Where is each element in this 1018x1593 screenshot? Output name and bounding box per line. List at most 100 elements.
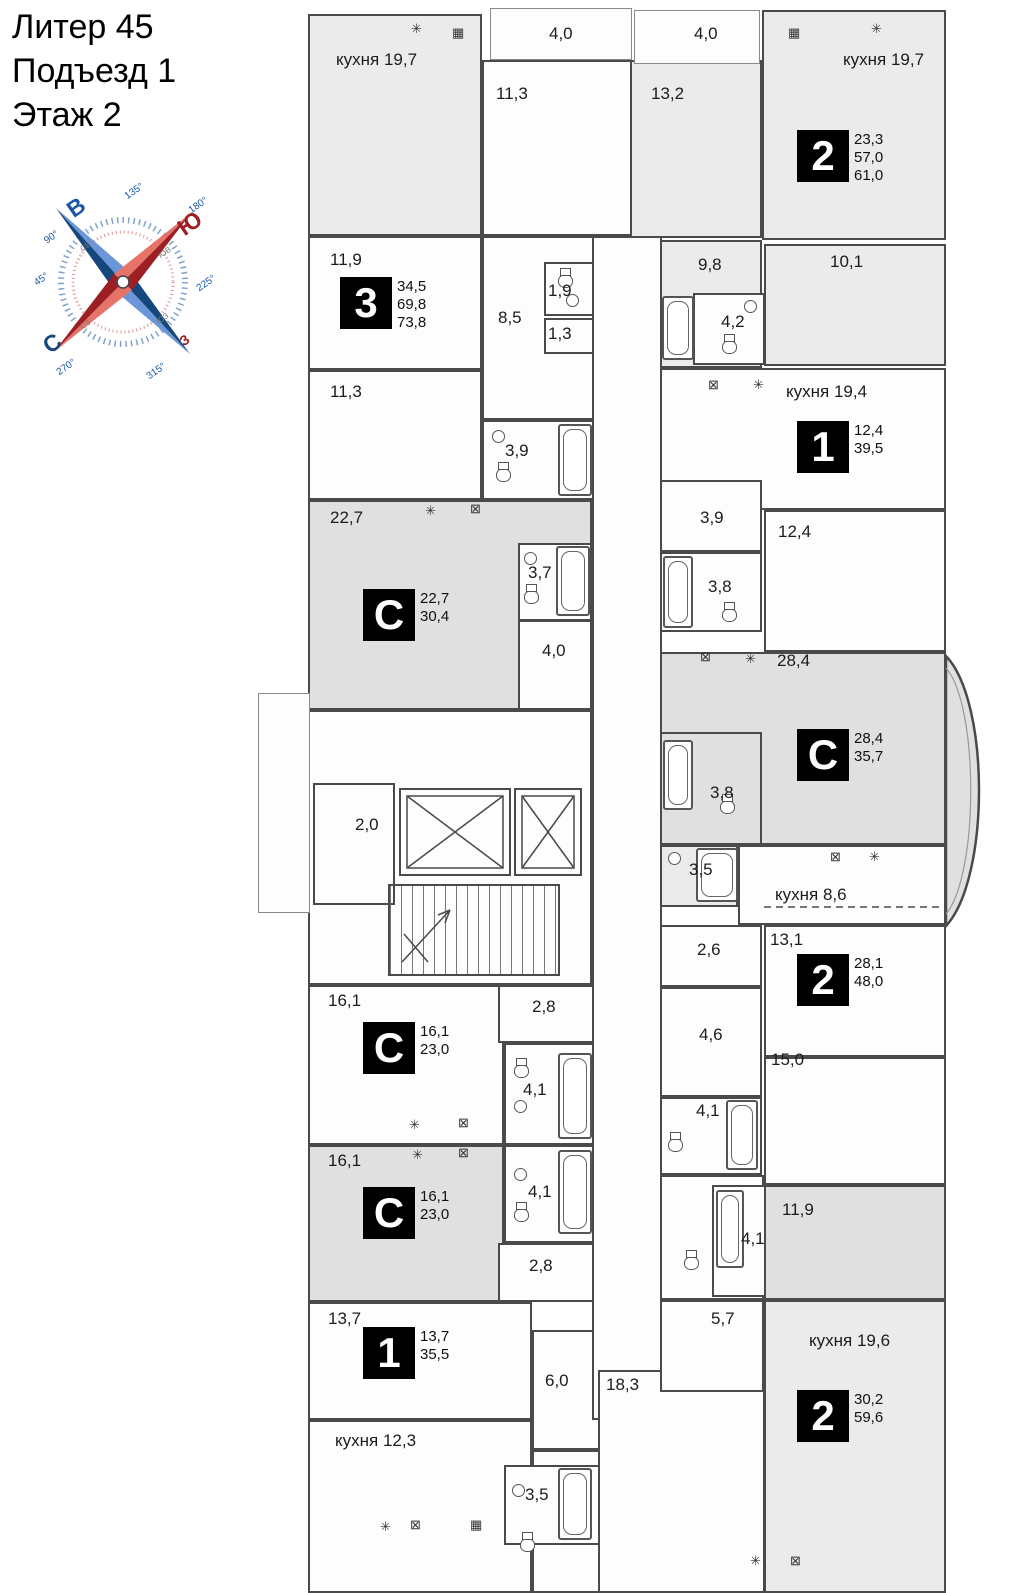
area-label: 3,5: [525, 1485, 549, 1504]
room-119-right: [764, 1185, 946, 1300]
staircase: [388, 884, 560, 976]
area-label: 8,5: [498, 308, 522, 327]
area-label: 13,7: [328, 1309, 362, 1328]
plan-title-building: Литер 45: [12, 8, 154, 46]
window-icon: ⊠: [458, 1145, 469, 1160]
kitchen-label: кухня 19,6: [809, 1331, 891, 1350]
hall-26: [660, 925, 762, 987]
area-value: 61,0: [854, 167, 884, 184]
room-101: [764, 244, 946, 366]
kitchen-label: кухня 19,4: [786, 382, 868, 401]
corridor-main: [592, 236, 662, 1420]
sink-icon: [524, 552, 537, 565]
apartment-badge-2room-mid: 2 28,1 48,0: [797, 954, 883, 1006]
area-value: 35,5: [420, 1346, 450, 1363]
area-label: 1,9: [548, 281, 572, 300]
toilet-icon: [720, 794, 735, 814]
apartment-area-list: 23,3 57,0 61,0: [854, 130, 883, 185]
area-label: 3,5: [689, 860, 713, 879]
hall-39-right: [660, 480, 762, 552]
bathtub-icon: [696, 848, 738, 902]
area-label: 1,3: [548, 324, 572, 343]
bay-window-glazing-line: [945, 667, 972, 915]
apartment-area-list: 13,7 35,5: [420, 1327, 449, 1379]
area-label: 4,2: [721, 312, 745, 331]
bathtub-icon: [716, 1190, 744, 1268]
room-131: [764, 925, 946, 1057]
area-label: 22,7: [330, 508, 364, 527]
window-icon: ⊠: [708, 377, 719, 392]
room-kitchen-197-left: [308, 14, 482, 236]
apartment-type-label: С: [363, 589, 415, 641]
bathtub-icon: [662, 296, 694, 360]
vent-icon: ✳: [869, 849, 880, 864]
area-value: 34,5: [397, 278, 427, 295]
toilet-icon: [558, 268, 573, 288]
apartment-type-label: С: [363, 1022, 415, 1074]
area-label: 10,1: [830, 252, 864, 271]
toilet-icon: [496, 462, 511, 482]
apartment-area-list: 28,4 35,7: [854, 729, 883, 781]
apartment-type-label: 2: [797, 954, 849, 1006]
hall-46: [660, 987, 762, 1097]
window-icon: ⊠: [830, 849, 841, 864]
hall-28-a: [498, 985, 606, 1043]
area-label: 4,0: [694, 24, 718, 43]
room-kitchen-196: [764, 1300, 946, 1593]
area-label: 3,9: [700, 508, 724, 527]
apartment-badge-2room-bottom: 2 30,2 59,6: [797, 1390, 883, 1442]
toilet-icon: [722, 602, 737, 622]
area-label: 3,8: [710, 783, 734, 802]
area-label: 4,0: [542, 641, 566, 660]
kitchen-label: кухня 19,7: [336, 50, 418, 69]
toilet-icon: [524, 584, 539, 604]
area-label: 12,4: [778, 522, 812, 541]
area-value: 23,3: [854, 131, 884, 148]
vent-icon: ✳: [753, 377, 764, 392]
area-label: 16,1: [328, 1151, 362, 1170]
window-icon: ⊠: [470, 501, 481, 516]
apartment-area-list: 12,4 39,5: [854, 421, 883, 473]
apartment-badge-1room-left: 1 13,7 35,5: [363, 1327, 449, 1379]
bathtub-icon: [558, 1053, 592, 1139]
area-value: 30,2: [854, 1391, 884, 1408]
sink-icon: [668, 852, 681, 865]
hall-57: [660, 1300, 764, 1392]
area-label: 4,6: [699, 1025, 723, 1044]
vent-icon: ✳: [425, 503, 436, 518]
toilet-icon: [514, 1058, 529, 1078]
apartment-area-list: 34,5 69,8 73,8: [397, 277, 426, 332]
apartment-type-label: 3: [340, 277, 392, 329]
bathtub-icon: [726, 1100, 758, 1170]
area-value: 13,7: [420, 1328, 450, 1345]
room-132-top: [630, 60, 762, 238]
apartment-area-list: 16,1 23,0: [420, 1022, 449, 1074]
area-label: 4,1: [528, 1182, 552, 1201]
area-label: 13,1: [770, 930, 804, 949]
stove-icon: ▦: [470, 1517, 483, 1532]
window-icon: ⊠: [410, 1517, 421, 1532]
area-value: 12,4: [854, 422, 884, 439]
area-value: 69,8: [397, 296, 427, 313]
sink-icon: [492, 430, 505, 443]
toilet-icon: [684, 1250, 699, 1270]
area-value: 48,0: [854, 973, 884, 990]
window-icon: ⊠: [790, 1553, 801, 1568]
toilet-icon: [668, 1132, 683, 1152]
toilet-icon: [722, 334, 737, 354]
balcony-top-left: [490, 8, 632, 60]
area-value: 16,1: [420, 1023, 450, 1040]
toilet-icon: [520, 1532, 535, 1552]
bathtub-icon: [663, 740, 693, 810]
apartment-area-list: 28,1 48,0: [854, 954, 883, 1006]
hall-40: [518, 620, 592, 710]
apartment-area-list: 16,1 23,0: [420, 1187, 449, 1239]
apartment-type-label: 2: [797, 130, 849, 182]
window-icon: ⊠: [458, 1115, 469, 1130]
area-label: 11,9: [330, 250, 362, 269]
area-value: 16,1: [420, 1188, 450, 1205]
hall-28-b: [498, 1243, 606, 1302]
apartment-badge-3room: 3 34,5 69,8 73,8: [340, 277, 426, 332]
area-label: 4,1: [741, 1229, 765, 1248]
